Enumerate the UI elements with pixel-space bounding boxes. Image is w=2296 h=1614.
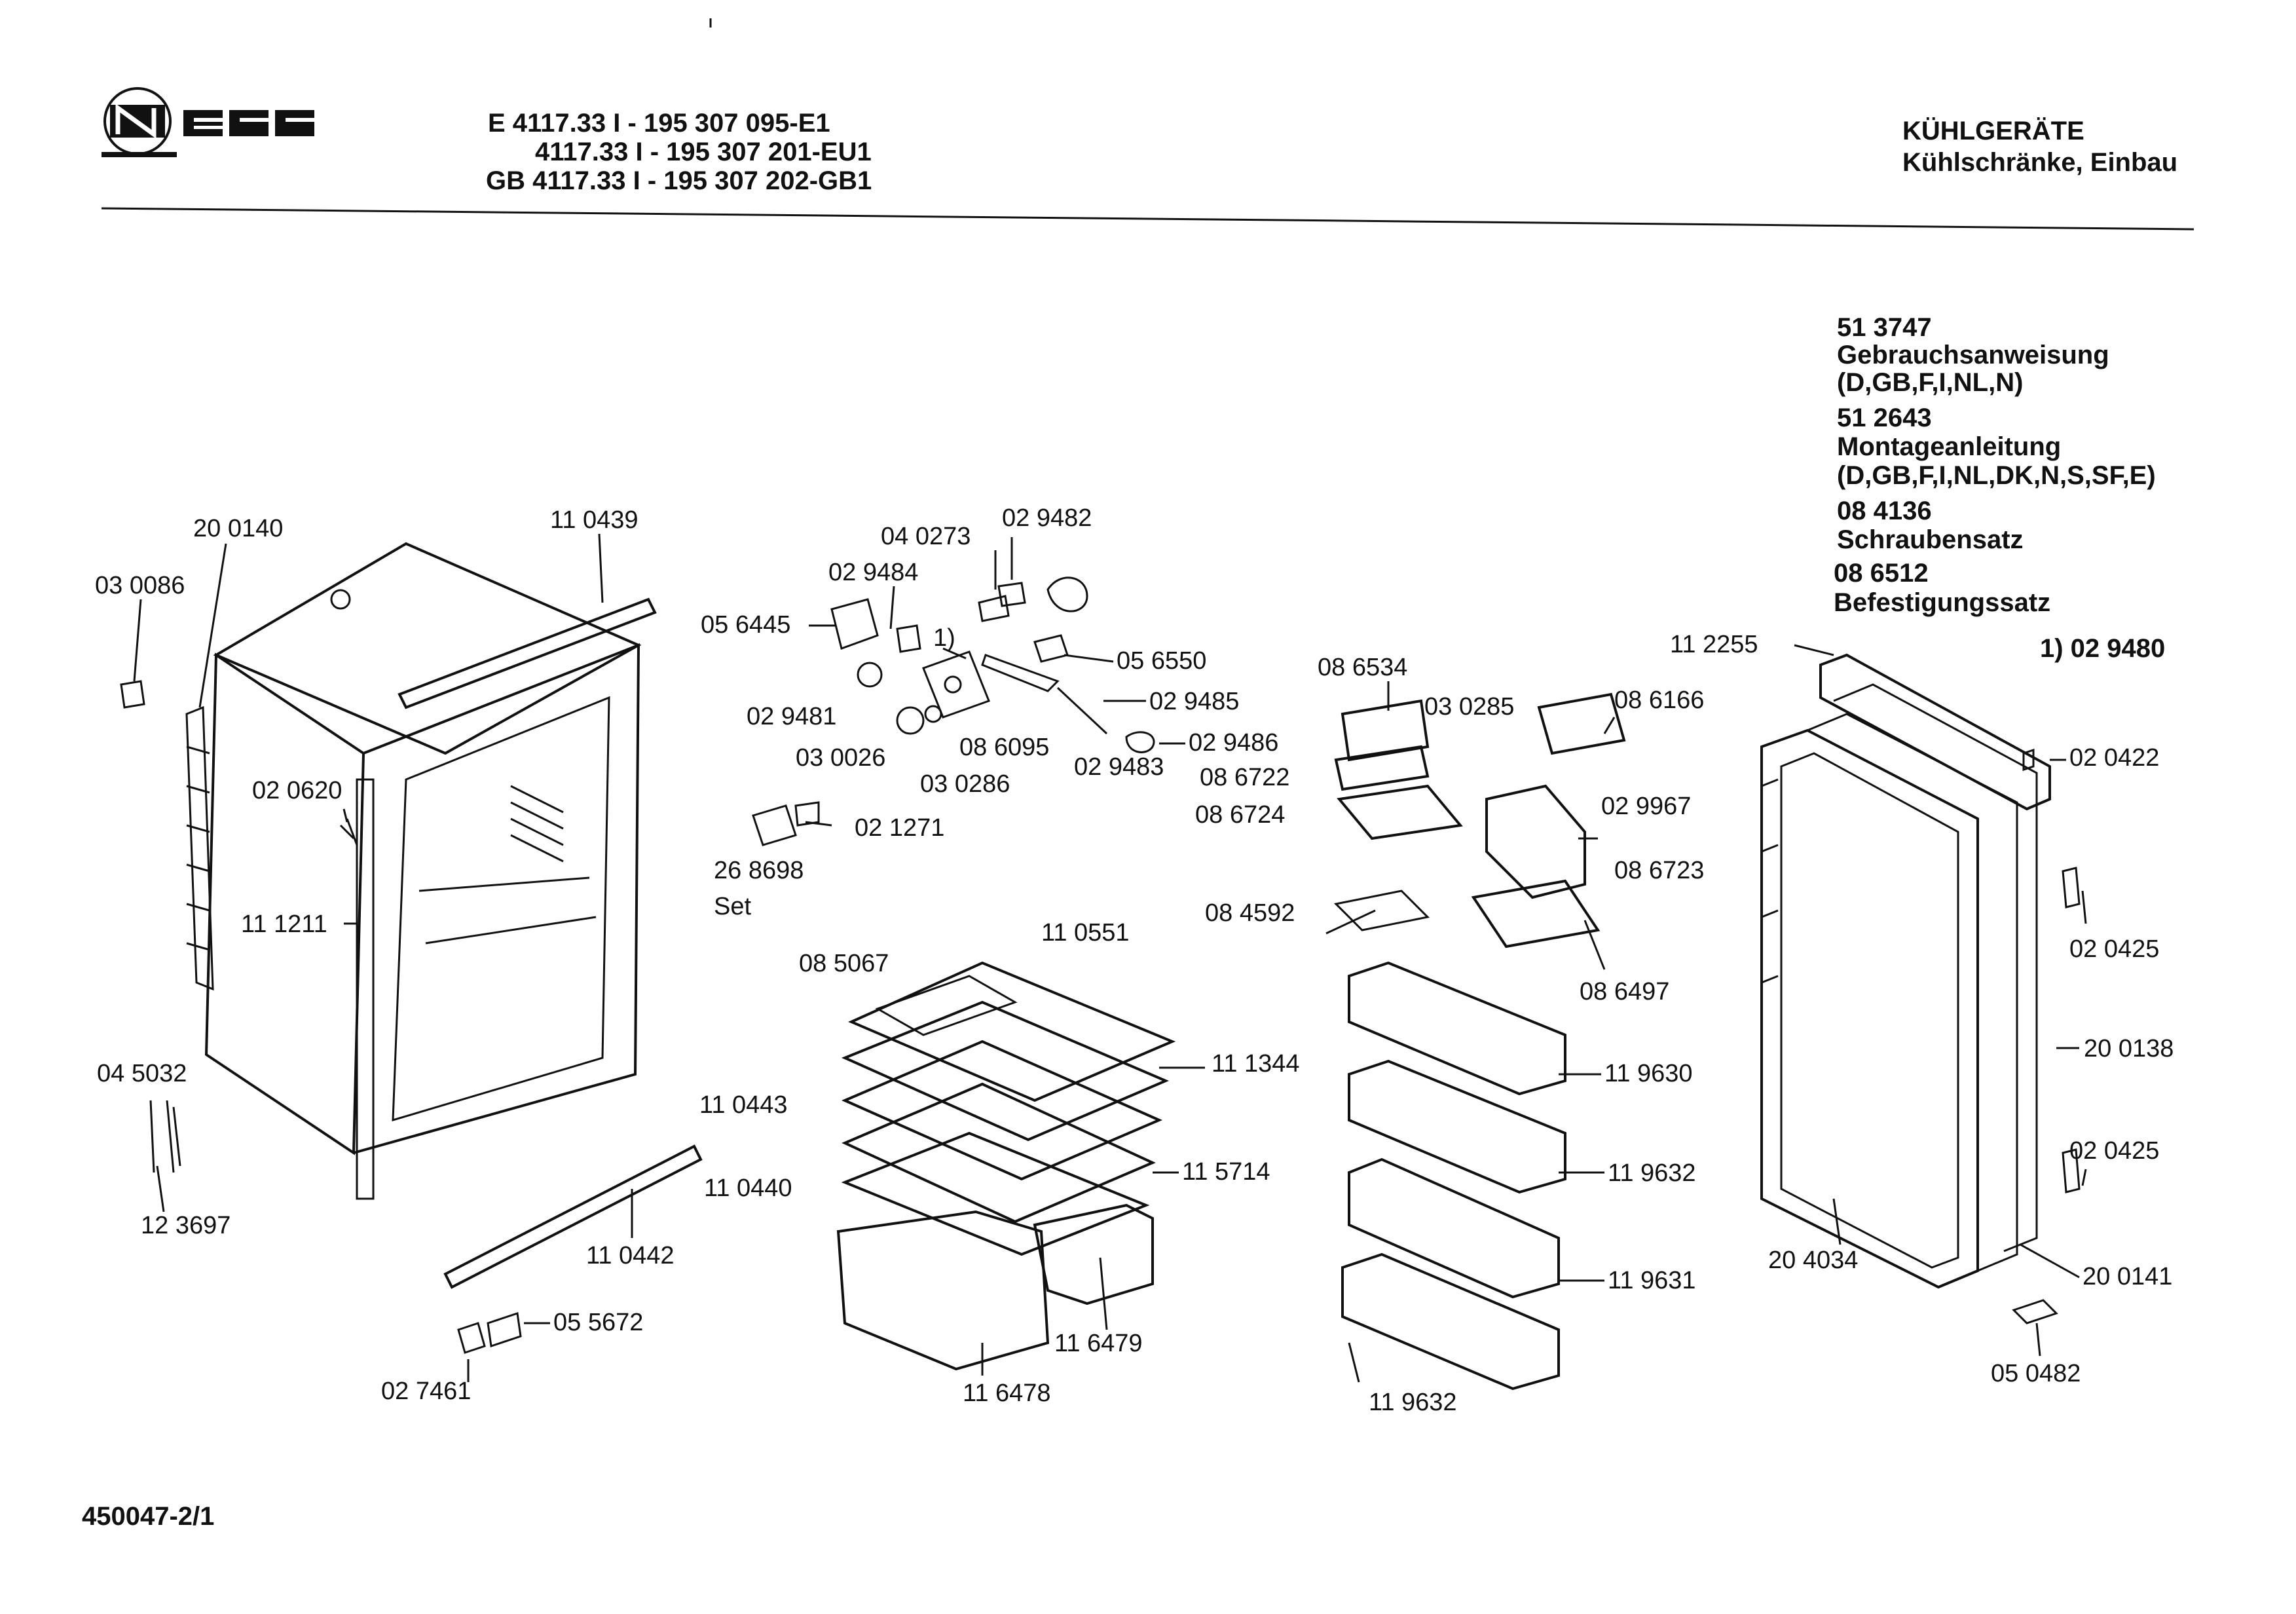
part-label: 11 1344 (1212, 1050, 1300, 1078)
footnote: 1) 02 9480 (2040, 634, 2166, 663)
door-shelves (1341, 961, 1566, 1391)
part-label: 11 5714 (1182, 1158, 1270, 1186)
category-title: KÜHLGERÄTE (1902, 117, 2084, 145)
part-label: 11 0439 (550, 506, 639, 534)
part-label: 11 9632 (1608, 1159, 1696, 1187)
part-label: 05 5672 (553, 1309, 644, 1336)
part-020422 (2022, 748, 2035, 772)
part-label: 12 3697 (141, 1212, 231, 1239)
part-label: 11 0551 (1041, 919, 1130, 947)
part-label: 20 0141 (2083, 1263, 2173, 1290)
part-label: 02 9483 (1074, 753, 1164, 781)
part-label: 05 6550 (1117, 647, 1207, 675)
part-label: 08 6166 (1614, 686, 1705, 714)
accessory-number: 08 4136 (1837, 497, 1932, 525)
part-label: 08 6722 (1200, 764, 1290, 791)
part-label: 08 6497 (1580, 978, 1670, 1005)
part-label: 11 9631 (1608, 1267, 1696, 1294)
part-label: Set (714, 893, 752, 920)
part-label: 03 0286 (920, 770, 1010, 798)
part-label: 11 2255 (1670, 631, 1758, 658)
door-boxes (1333, 692, 1626, 948)
part-label: 08 6534 (1318, 654, 1408, 681)
part-085067 (875, 975, 1018, 1036)
part-label: 02 9967 (1601, 793, 1692, 820)
part-label: 05 0482 (1991, 1360, 2081, 1387)
part-label: 20 0138 (2084, 1035, 2174, 1062)
category-subtitle: Kühlschränke, Einbau (1902, 148, 2178, 177)
part-020620 (339, 818, 358, 846)
part-label: 02 9482 (1002, 504, 1092, 532)
accessory-number: 51 3747 (1837, 313, 1932, 342)
accessory-langs: (D,GB,F,I,NL,DK,N,S,SF,E) (1837, 461, 2156, 490)
part-label: 02 9481 (747, 703, 837, 730)
doc-number: 450047-2/1 (82, 1502, 215, 1531)
part-label: 08 5067 (799, 950, 889, 977)
part-label: 02 1271 (855, 814, 945, 842)
model-line-2: 4117.33 I - 195 307 201-EU1 (535, 138, 872, 166)
part-label: 05 6445 (701, 611, 791, 639)
part-label: 04 5032 (97, 1060, 187, 1087)
glass-shelves (841, 961, 1176, 1256)
accessory-desc: Montageanleitung (1837, 432, 2062, 461)
part-label: 08 6724 (1195, 801, 1286, 829)
part-label: 04 0273 (881, 523, 971, 550)
part-label: 11 6478 (963, 1379, 1051, 1407)
part-045032 (149, 1100, 175, 1212)
part-label: 02 0620 (252, 777, 343, 804)
leader-lines (133, 533, 2087, 1383)
part-label: 11 9632 (1369, 1389, 1457, 1416)
accessory-number: 08 6512 (1834, 559, 1929, 588)
part-label: 11 0443 (699, 1091, 788, 1119)
accessory-number: 51 2643 (1837, 404, 1932, 432)
part-label: 20 0140 (193, 515, 284, 542)
part-label: 11 9630 (1604, 1060, 1693, 1087)
accessory-desc: Schraubensatz (1837, 525, 2024, 554)
part-label: 11 0442 (586, 1242, 675, 1269)
part-label: 08 6723 (1614, 857, 1705, 884)
part-label: 11 0440 (704, 1174, 792, 1202)
header-rule (101, 207, 2194, 231)
top-rail (398, 597, 657, 709)
part-label: 02 0425 (2069, 935, 2160, 963)
part-label: 03 0086 (95, 572, 185, 599)
part-label: 02 9486 (1189, 729, 1279, 757)
crisper-drawers (836, 1203, 1154, 1371)
accessory-desc: Befestigungssatz (1834, 588, 2051, 617)
part-050482 (2012, 1299, 2058, 1324)
part-label: 1) (933, 624, 955, 652)
accessory-langs: (D,GB,F,I,NL,N) (1837, 368, 2024, 397)
accessory-desc: Gebrauchsanweisung (1837, 341, 2109, 369)
part-label: 26 8698 (714, 857, 804, 884)
neff-logo (102, 87, 314, 157)
fridge-door (1760, 653, 2081, 1324)
part-label: 02 0425 (2069, 1137, 2160, 1165)
part-label: 03 0285 (1424, 693, 1515, 721)
part-label: 20 4034 (1768, 1247, 1859, 1274)
part-label: 11 1211 (241, 910, 327, 938)
part-055672 (457, 1312, 522, 1354)
egg-tray (1333, 890, 1430, 931)
part-label: 02 9484 (828, 559, 919, 586)
part-label: 02 7461 (381, 1378, 472, 1405)
model-line-3: GB 4117.33 I - 195 307 202-GB1 (486, 166, 872, 195)
fridge-cabinet (185, 542, 642, 1200)
model-line-1: E 4117.33 I - 195 307 095-E1 (488, 109, 830, 138)
part-label: 08 4592 (1205, 899, 1295, 927)
door-hinge-rail (1819, 653, 2051, 811)
thermostat-assembly (752, 576, 1155, 846)
bottom-rail (443, 1144, 703, 1289)
part-label: 03 0026 (796, 744, 886, 772)
part-label: 02 0422 (2069, 744, 2160, 772)
part-label: 02 9485 (1149, 688, 1240, 715)
part-label: 08 6095 (959, 734, 1050, 761)
part-030086 (120, 680, 145, 709)
part-label: 11 6479 (1054, 1330, 1143, 1357)
